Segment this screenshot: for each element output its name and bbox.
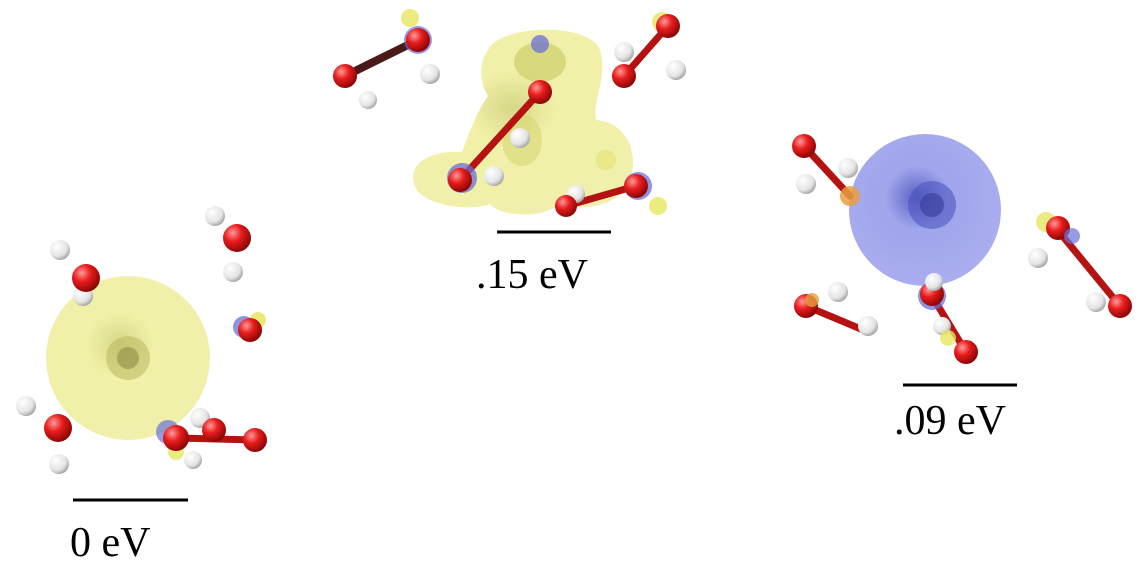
isosurface-core-inner	[117, 347, 139, 369]
water-molecule	[50, 240, 100, 306]
water-molecule-bonded	[333, 9, 440, 109]
water-molecule-bonded	[447, 80, 552, 193]
water-molecule-bonded	[918, 273, 978, 364]
water-molecule-bonded	[794, 282, 878, 336]
water-molecule-bonded	[792, 134, 860, 206]
water-molecule-bonded	[612, 12, 686, 88]
energy-label: 0 eV	[70, 520, 150, 561]
water-molecule-bonded	[1028, 212, 1132, 318]
water-molecule-bonded	[156, 408, 267, 469]
panel-right: .09 eV	[792, 134, 1132, 444]
isosurface-core-inner	[920, 193, 944, 217]
water-molecule	[233, 312, 266, 342]
energy-label: .15 eV	[476, 252, 588, 298]
energy-label: .09 eV	[894, 398, 1006, 444]
water-molecule	[205, 206, 251, 282]
water-molecule	[16, 396, 72, 474]
panel-left: 0 eV	[16, 206, 267, 561]
panel-middle: .15 eV	[333, 9, 686, 298]
water-molecule-bonded	[555, 150, 667, 217]
